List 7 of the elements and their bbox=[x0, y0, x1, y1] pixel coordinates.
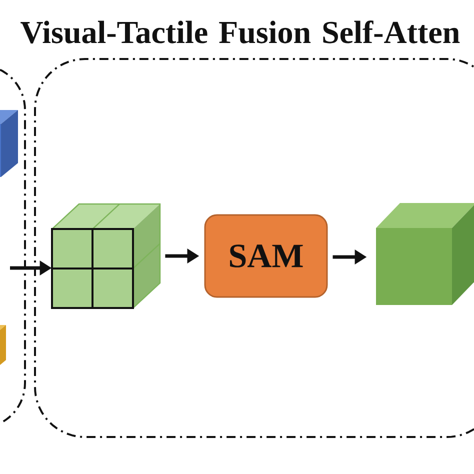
heading: Visual-Tactile Fusion Self-Atten bbox=[20, 20, 460, 44]
dash-dot-frame bbox=[0, 68, 26, 424]
cube bbox=[376, 203, 474, 305]
process-box: SAM bbox=[204, 214, 328, 298]
cube bbox=[0, 110, 18, 177]
grid-cube bbox=[51, 203, 161, 309]
cube bbox=[0, 325, 6, 365]
